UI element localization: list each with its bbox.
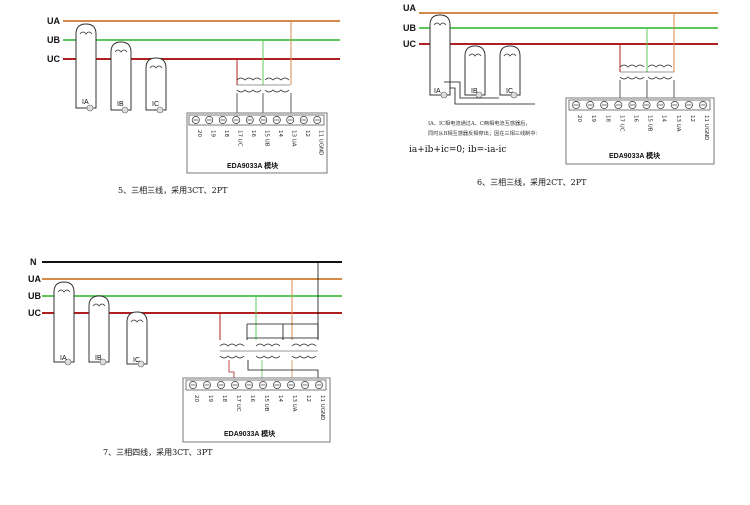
label-ub: UB — [28, 291, 41, 301]
label-ub: UB — [403, 23, 416, 33]
terminal-number: 11 UGND — [317, 130, 323, 155]
ct-ia: IA — [429, 14, 451, 99]
diagram-6: UA UB UC IA IB IC — [403, 3, 718, 187]
terminal-number: 18 — [604, 115, 610, 122]
ct-ib-label: IB — [95, 355, 102, 362]
terminal-number: 12 — [304, 130, 310, 137]
terminal-number: 18 — [221, 395, 227, 402]
ct-ib: IB — [464, 45, 486, 99]
terminal-number: 20 — [576, 115, 582, 122]
terminal-number: 12 — [305, 395, 311, 402]
module-name: EDA9033A 模块 — [227, 161, 279, 170]
terminal-number: 14 — [277, 130, 283, 137]
ct-ic: IC — [499, 45, 521, 99]
terminal-row — [188, 114, 325, 126]
note-line-2: 同时从B相互感器反相穿出；因在三相三线制中： — [428, 129, 541, 137]
module-name: EDA9033A 模块 — [224, 429, 276, 438]
terminal-number: 17 UC — [235, 395, 241, 412]
label-ua: UA — [47, 16, 60, 26]
equation: ia+ib+ic=0; ib=-ia-ic — [409, 145, 506, 155]
terminal-number: 18 — [223, 130, 229, 137]
terminal-numbers: 20 19 18 17 UC 16 15 UB 14 13 UA 12 11 UGND — [193, 395, 325, 420]
caption-5: 5、三相三线，采用3CT、2PT — [118, 185, 228, 195]
terminal-number: 11 UGND — [703, 115, 709, 140]
terminal-number: 17 UC — [236, 130, 242, 147]
terminal-number: 12 — [689, 115, 695, 122]
ct-ib-label: IB — [471, 88, 478, 95]
terminal-number: 15 UB — [647, 115, 653, 132]
pt-pair — [236, 77, 290, 93]
terminal-number: 19 — [590, 115, 596, 122]
label-n: N — [30, 257, 37, 267]
label-uc: UC — [47, 54, 60, 64]
ct-ia: IA — [75, 23, 97, 112]
ct-ib: IB — [88, 295, 110, 366]
ct-ic-label: IC — [133, 357, 140, 364]
terminal-number: 17 UC — [618, 115, 624, 132]
terminal-numbers: 20 19 18 17 UC 16 15 UB 14 13 UA 12 11 UGND — [576, 115, 709, 140]
note-line-1: IA、IC相电流通过A、C两相电流互感器后， — [428, 119, 531, 127]
terminal-number: 16 — [632, 115, 638, 122]
terminal-number: 13 UA — [290, 130, 296, 147]
ct-ic: IC — [145, 57, 167, 114]
ct-ia-label: IA — [434, 88, 441, 95]
label-ua: UA — [28, 274, 41, 284]
diagram-5: UA UB UC IA IB IC — [47, 16, 340, 195]
ct-ic-label: IC — [506, 88, 513, 95]
caption-7: 7、三相四线，采用3CT、3PT — [103, 447, 213, 457]
caption-6: 6、三相三线，采用2CT、2PT — [477, 177, 587, 187]
module-name: EDA9033A 模块 — [609, 151, 661, 160]
terminal-numbers: 20 19 18 17 UC 16 15 UB 14 13 UA 12 11 UGND — [196, 130, 324, 155]
ct-ic: IC — [126, 311, 148, 368]
ct-ia: IA — [53, 281, 75, 366]
terminal-row — [185, 379, 327, 391]
terminal-number: 16 — [249, 395, 255, 402]
ct-ia-label: IA — [82, 99, 89, 106]
label-ua: UA — [403, 3, 416, 13]
label-uc: UC — [28, 308, 41, 318]
terminal-number: 20 — [196, 130, 202, 137]
label-uc: UC — [403, 39, 416, 49]
ct-ia-label: IA — [60, 355, 67, 362]
ct-ib: IB — [110, 41, 132, 114]
terminal-number: 19 — [209, 130, 215, 137]
label-ub: UB — [47, 35, 60, 45]
pt-pair — [619, 64, 674, 80]
terminal-number: 13 UA — [291, 395, 297, 412]
terminal-number: 13 UA — [675, 115, 681, 132]
terminal-number: 19 — [207, 395, 213, 402]
terminal-number: 14 — [277, 395, 283, 402]
pt-trio — [219, 343, 318, 359]
terminal-number: 15 UB — [263, 130, 269, 147]
ct-ic-label: IC — [152, 101, 159, 108]
terminal-number: 11 UGND — [319, 395, 325, 420]
terminal-number: 16 — [250, 130, 256, 137]
terminal-number: 20 — [193, 395, 199, 402]
terminal-number: 15 UB — [263, 395, 269, 412]
terminal-row — [568, 99, 711, 111]
ct-ib-label: IB — [117, 101, 124, 108]
diagram-7: N UA UB UC IA IB IC — [28, 257, 342, 457]
terminal-number: 14 — [661, 115, 667, 122]
